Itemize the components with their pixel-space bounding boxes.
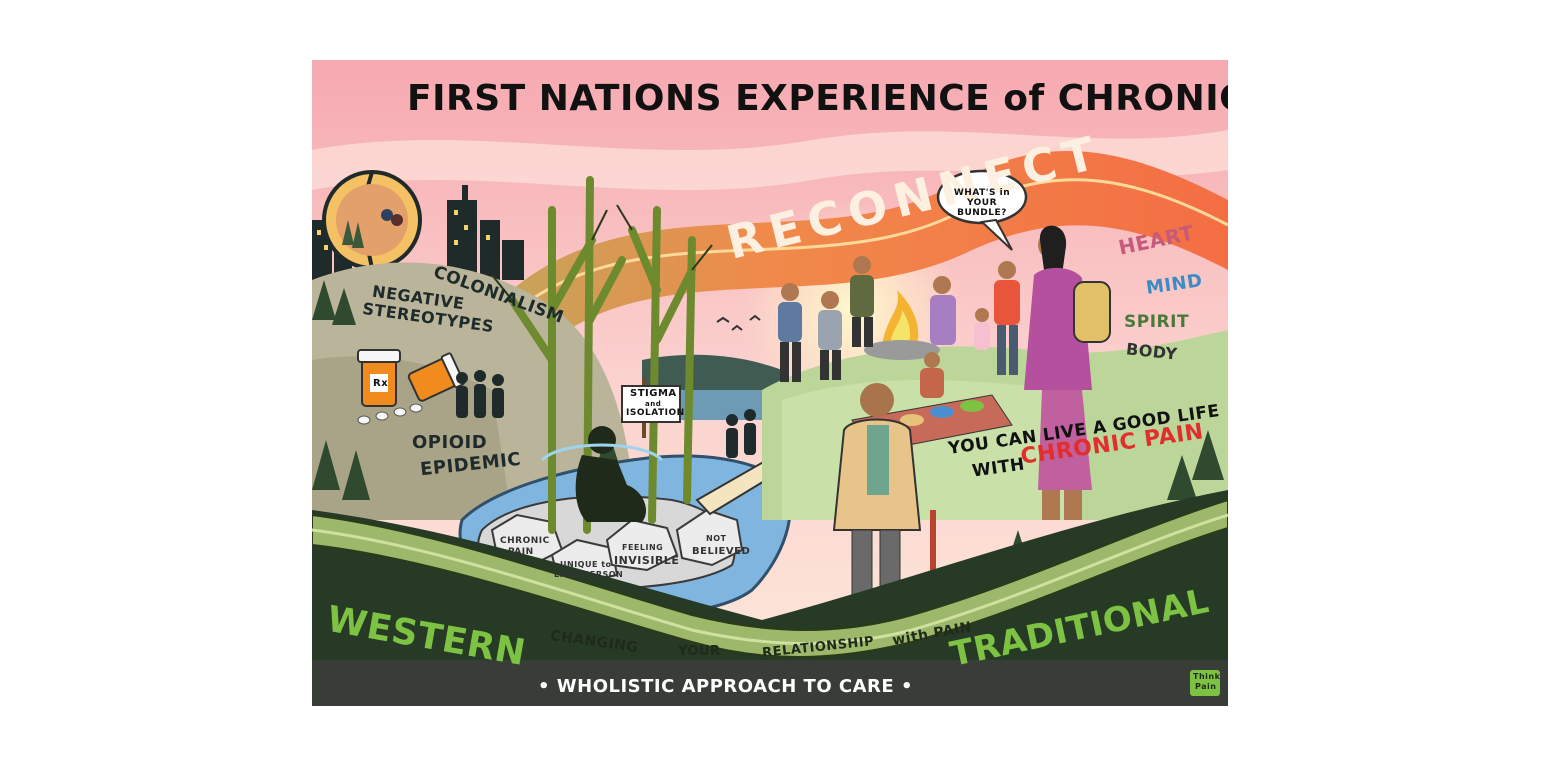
speech-bubble-text: WHAT'S in YOUR BUNDLE? xyxy=(953,188,1011,218)
pills xyxy=(357,403,423,425)
poster-title: FIRST NATIONS EXPERIENCE of CHRONIC PAIN xyxy=(407,78,1228,119)
tree-branches xyxy=(491,204,713,301)
speech-bubble xyxy=(936,169,1028,251)
pill-bottle-icon xyxy=(357,349,401,407)
rock-each-person: EACH PERSON xyxy=(554,570,624,579)
footer-band xyxy=(312,660,1228,706)
stigma-sign-line1: STIGMA xyxy=(630,388,677,399)
dark-ground xyxy=(312,490,1228,706)
braid-word-your: YOUR xyxy=(678,644,721,659)
cloud-band xyxy=(312,130,1228,190)
bottom-footer: • WHOLISTIC APPROACH TO CARE • xyxy=(538,676,913,697)
spilled-bottle-icon xyxy=(407,352,465,402)
bridge-figures xyxy=(726,409,756,458)
sitting-figure xyxy=(575,426,647,522)
rock-feeling: FEELING xyxy=(622,543,664,552)
rock-invisible: INVISIBLE xyxy=(614,554,680,567)
logo-badge xyxy=(1190,670,1220,696)
logo-line1: Think xyxy=(1193,672,1221,681)
poster-artwork xyxy=(312,60,1228,706)
rocks xyxy=(490,508,744,584)
broken-circle-icon xyxy=(322,170,422,270)
reconnect-ribbon xyxy=(512,151,1228,350)
stigma-sign-line3: ISOLATION xyxy=(626,408,685,418)
wellness-spirit: SPIRIT xyxy=(1124,312,1190,332)
stigma-sign-line2: and xyxy=(645,400,662,408)
isolation-ripple xyxy=(540,443,664,462)
rock-pain: PAIN xyxy=(508,547,534,557)
woman-figure xyxy=(1024,225,1111,520)
rock-believed: BELIEVED xyxy=(692,546,751,557)
ribbon-highlight xyxy=(516,178,1228,312)
rock-not: NOT xyxy=(706,534,727,543)
campfire xyxy=(864,290,940,360)
rock-unique: UNIQUE to xyxy=(560,560,612,569)
logo-line2: Pain xyxy=(1195,682,1217,691)
birds xyxy=(716,314,761,331)
rock-chronic: CHRONIC xyxy=(500,536,550,546)
poster-illustration: FIRST NATIONS EXPERIENCE of CHRONIC PAIN… xyxy=(312,60,1228,706)
stigma-sign xyxy=(621,378,681,438)
gathering-people xyxy=(778,256,1020,398)
label-rx: Rx xyxy=(373,378,389,389)
label-opioid: OPIOID xyxy=(412,432,488,453)
sweetgrass-braid xyxy=(312,498,1228,658)
crowd-silhouettes xyxy=(456,370,504,418)
